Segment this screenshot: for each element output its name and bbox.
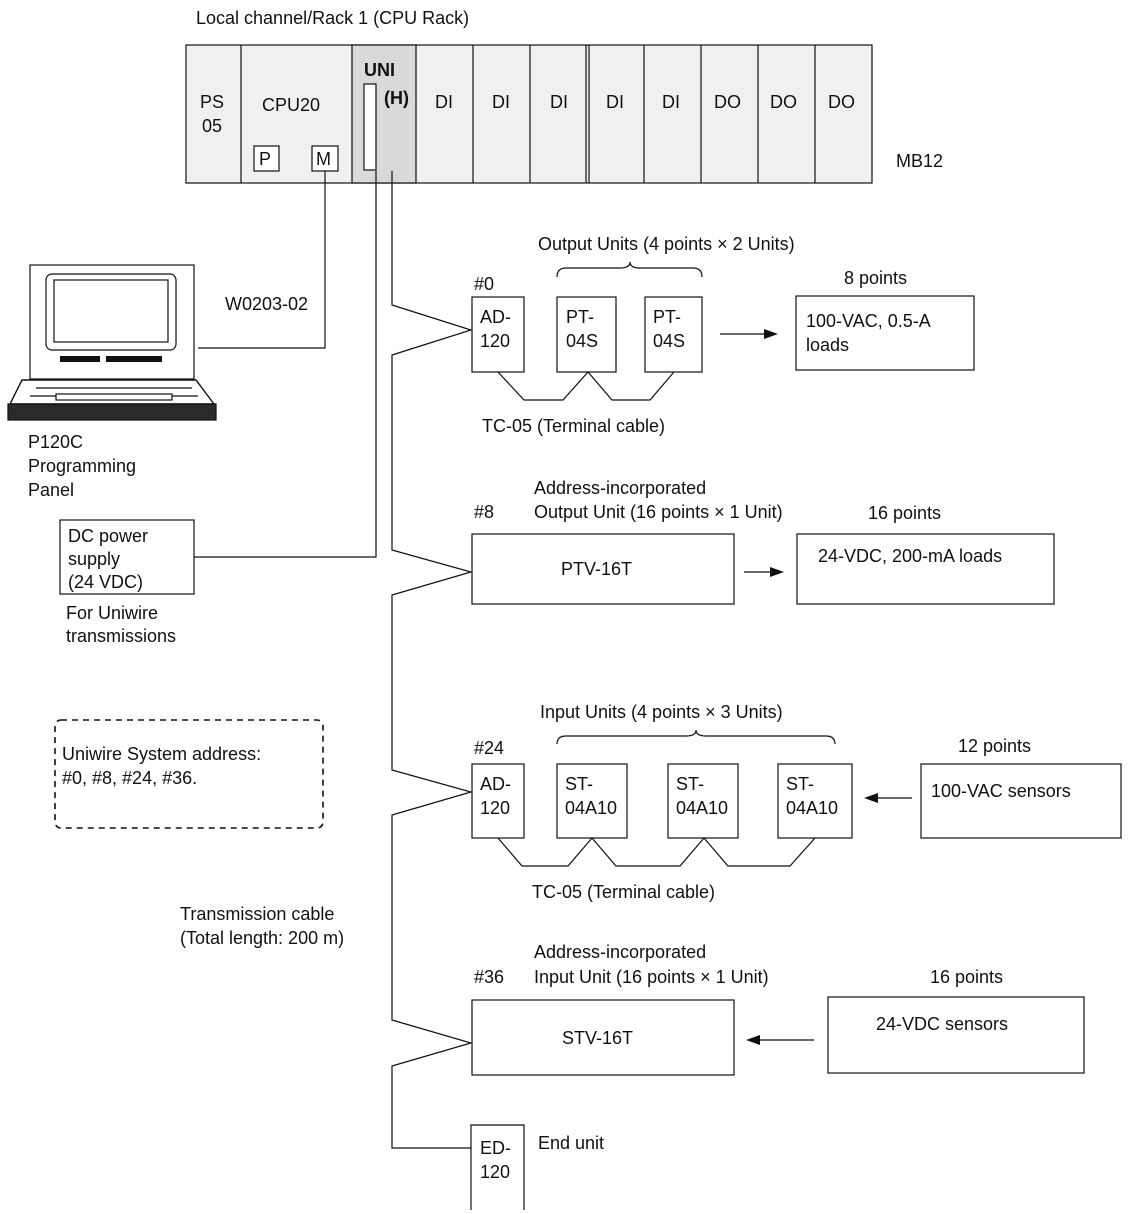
group8-unit-label: PTV-16T: [561, 559, 632, 579]
panel-label-3: Panel: [28, 480, 74, 500]
group36-header-1: Address-incorporated: [534, 942, 706, 962]
ps-label-2: 05: [202, 116, 222, 136]
group0-unit-1: [556, 296, 617, 373]
uni-sub-label: (H): [384, 88, 409, 108]
rack-slot-2: DI: [492, 92, 510, 112]
group0-load-line-1: 100-VAC, 0.5-A: [806, 311, 931, 331]
cpu-port-p-label: P: [259, 149, 271, 169]
rack-title: Local channel/Rack 1 (CPU Rack): [196, 8, 469, 28]
dc-power-supply: [59, 519, 195, 595]
laptop-icon: [7, 264, 217, 421]
group0-address: #0: [474, 274, 494, 294]
cpu-label: CPU20: [262, 95, 320, 115]
group0-unit-2-line-2: 04S: [653, 331, 685, 351]
rack-slot-5: DI: [662, 92, 680, 112]
uni-label: UNI: [364, 60, 395, 80]
group24-unit-2-line-2: 04A10: [676, 798, 728, 818]
group36-header-2: Input Unit (16 points × 1 Unit): [534, 967, 769, 987]
group0-adapter-line-1: AD-: [480, 307, 511, 327]
address-note-box: [54, 719, 324, 829]
end-unit-box: [470, 1124, 525, 1210]
group0-terminal-cable: [497, 371, 675, 401]
group0-brace: [556, 261, 703, 278]
group0-load-line-2: loads: [806, 335, 849, 355]
power-box-line-3: (24 VDC): [68, 572, 143, 592]
group24-unit-3: [777, 763, 853, 839]
group0-unit-1-line-1: PT-: [566, 307, 594, 327]
address-note-line-2: #0, #8, #24, #36.: [62, 768, 197, 788]
power-supply-cable: [194, 171, 377, 558]
ps-label-1: PS: [200, 92, 224, 112]
group8-address: #8: [474, 502, 494, 522]
group0-adapter-line-2: 120: [480, 331, 510, 351]
group24-sensor-box: [920, 763, 1122, 839]
group24-points: 12 points: [958, 736, 1031, 756]
group36-sensor-label: 24-VDC sensors: [876, 1014, 1008, 1034]
group36-unit-label: STV-16T: [562, 1028, 633, 1048]
group24-unit-1-line-2: 04A10: [565, 798, 617, 818]
backplane-label: MB12: [896, 151, 943, 171]
power-note-2: transmissions: [66, 626, 176, 646]
cpu-port-m-label: M: [316, 149, 331, 169]
group36-sensor-box: [827, 996, 1085, 1074]
end-unit-line-2: 120: [480, 1162, 510, 1182]
group0-unit-1-line-2: 04S: [566, 331, 598, 351]
group24-sensor-label: 100-VAC sensors: [931, 781, 1071, 801]
rack-slot-7: DO: [770, 92, 797, 112]
group24-adapter-line-2: 120: [480, 798, 510, 818]
rack-slot-8: DO: [828, 92, 855, 112]
group8-load-label: 24-VDC, 200-mA loads: [818, 546, 1002, 566]
group24-header: Input Units (4 points × 3 Units): [540, 702, 783, 722]
group36-unit-box: [471, 999, 735, 1076]
group0-points: 8 points: [844, 268, 907, 288]
group0-adapter-box: [471, 296, 525, 373]
group24-address: #24: [474, 738, 504, 758]
group0-unit-2-line-1: PT-: [653, 307, 681, 327]
transmission-cable-label-2: (Total length: 200 m): [180, 928, 344, 948]
group8-points: 16 points: [868, 503, 941, 523]
transmission-cable: [391, 171, 474, 1149]
uni-slot: [351, 44, 417, 184]
end-unit-line-1: ED-: [480, 1138, 511, 1158]
group24-adapter-line-1: AD-: [480, 774, 511, 794]
end-unit-label: End unit: [538, 1133, 604, 1153]
cpu-rack: PS 05 CPU20 P M UNI (H) DI DI DI DI DI D…: [185, 44, 873, 184]
rack-slot-6: DO: [714, 92, 741, 112]
group36-address: #36: [474, 967, 504, 987]
group24-adapter-box: [471, 763, 525, 839]
group24-unit-1-line-1: ST-: [565, 774, 593, 794]
group24-unit-3-line-2: 04A10: [786, 798, 838, 818]
uni-terminal: [363, 83, 377, 171]
group8-header-1: Address-incorporated: [534, 478, 706, 498]
group8-unit-box: [471, 533, 735, 605]
cpu-port-p: [253, 145, 280, 172]
group24-brace: [556, 729, 836, 745]
panel-label-2: Programming: [28, 456, 136, 476]
programming-cable-label: W0203-02: [225, 294, 308, 314]
power-box-line-2: supply: [68, 549, 120, 569]
group36-points: 16 points: [930, 967, 1003, 987]
group0-header: Output Units (4 points × 2 Units): [538, 234, 795, 254]
group24-unit-2-line-1: ST-: [676, 774, 704, 794]
address-note-line-1: Uniwire System address:: [62, 744, 261, 764]
rack-slot-1: DI: [435, 92, 453, 112]
group8-load-box: [796, 533, 1055, 605]
power-note-1: For Uniwire: [66, 603, 158, 623]
panel-label-1: P120C: [28, 432, 83, 452]
group24-cable-label: TC-05 (Terminal cable): [532, 882, 715, 902]
group8-header-2: Output Unit (16 points × 1 Unit): [534, 502, 783, 522]
group24-terminal-cable: [497, 837, 816, 867]
group24-unit-2: [667, 763, 739, 839]
group24-unit-3-line-1: ST-: [786, 774, 814, 794]
power-box-line-1: DC power: [68, 526, 148, 546]
group0-load-box: [795, 295, 975, 371]
group0-unit-2: [644, 296, 703, 373]
transmission-cable-label-1: Transmission cable: [180, 904, 334, 924]
programming-cable: [198, 171, 326, 349]
rack-slot-3: DI: [550, 92, 568, 112]
group24-unit-1: [556, 763, 628, 839]
group0-cable-label: TC-05 (Terminal cable): [482, 416, 665, 436]
rack-slot-4: DI: [606, 92, 624, 112]
